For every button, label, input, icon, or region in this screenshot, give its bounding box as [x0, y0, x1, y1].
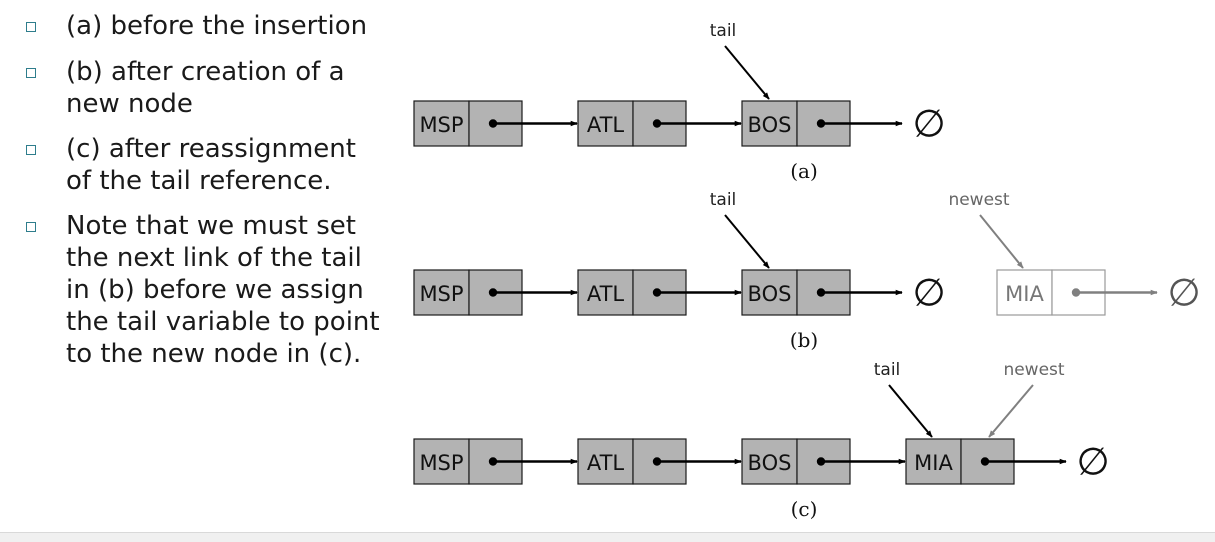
node-label: BOS: [748, 451, 792, 475]
reference-label: newest: [948, 190, 1009, 210]
node-label: ATL: [587, 451, 625, 475]
row-caption: (c): [791, 497, 818, 521]
node-label: ATL: [587, 113, 625, 137]
node-label: BOS: [748, 282, 792, 306]
bullet-item-c: (c) after reassignment of the tail refer…: [24, 133, 384, 197]
reference-arrow: [724, 214, 770, 269]
node-element-cell: [413, 438, 470, 485]
bullet-text: Note that we must set the next link of t…: [66, 211, 380, 369]
null-symbol: ∅: [912, 271, 945, 315]
reference-arrow: [724, 45, 770, 100]
bullet-square-icon: [26, 68, 36, 78]
bottom-scrollbar-track: [0, 532, 1215, 542]
bullet-square-icon: [26, 222, 36, 232]
reference-arrow: [979, 214, 1024, 269]
node-element-cell: [905, 438, 962, 485]
bullet-text: (a) before the insertion: [66, 11, 368, 41]
reference-label: tail: [710, 21, 737, 41]
node-label: MSP: [419, 451, 463, 475]
reference-arrow: [988, 384, 1034, 438]
node-label: BOS: [748, 113, 792, 137]
null-symbol: ∅: [912, 102, 945, 146]
bullet-text: (b) after creation of a new node: [66, 57, 345, 119]
bullet-item-b: (b) after creation of a new node: [24, 56, 384, 120]
bullet-item-a: (a) before the insertion: [24, 10, 384, 42]
reference-label: tail: [874, 360, 901, 380]
node-label: ATL: [587, 282, 625, 306]
list-node: ATL: [577, 438, 687, 485]
node-element-cell: [741, 100, 798, 147]
node-label: MSP: [419, 113, 463, 137]
bullet-square-icon: [26, 145, 36, 155]
reference-label: tail: [710, 190, 737, 210]
node-element-cell: [741, 438, 798, 485]
row-caption: (b): [790, 328, 818, 352]
bullet-text: (c) after reassignment of the tail refer…: [66, 134, 356, 196]
node-label: MSP: [419, 282, 463, 306]
bullet-item-note: Note that we must set the next link of t…: [24, 210, 384, 370]
node-label: MIA: [1005, 282, 1044, 306]
reference-label: newest: [1003, 360, 1064, 380]
node-element-cell: [996, 269, 1053, 316]
list-node: MIA: [996, 269, 1106, 316]
node-label: MIA: [914, 451, 953, 475]
reference-arrow: [888, 384, 933, 438]
node-element-cell: [413, 269, 470, 316]
list-node: MIA: [905, 438, 1015, 485]
null-symbol: ∅: [1167, 271, 1200, 315]
bullet-square-icon: [26, 22, 36, 32]
null-symbol: ∅: [1076, 440, 1109, 484]
row-caption: (a): [790, 159, 818, 183]
linked-list-diagram: MSP ATL BOS ∅ tail (a) MSP ATL BOS ∅ MIA ∅ tail newes…: [413, 21, 1201, 521]
node-element-cell: [577, 269, 634, 316]
